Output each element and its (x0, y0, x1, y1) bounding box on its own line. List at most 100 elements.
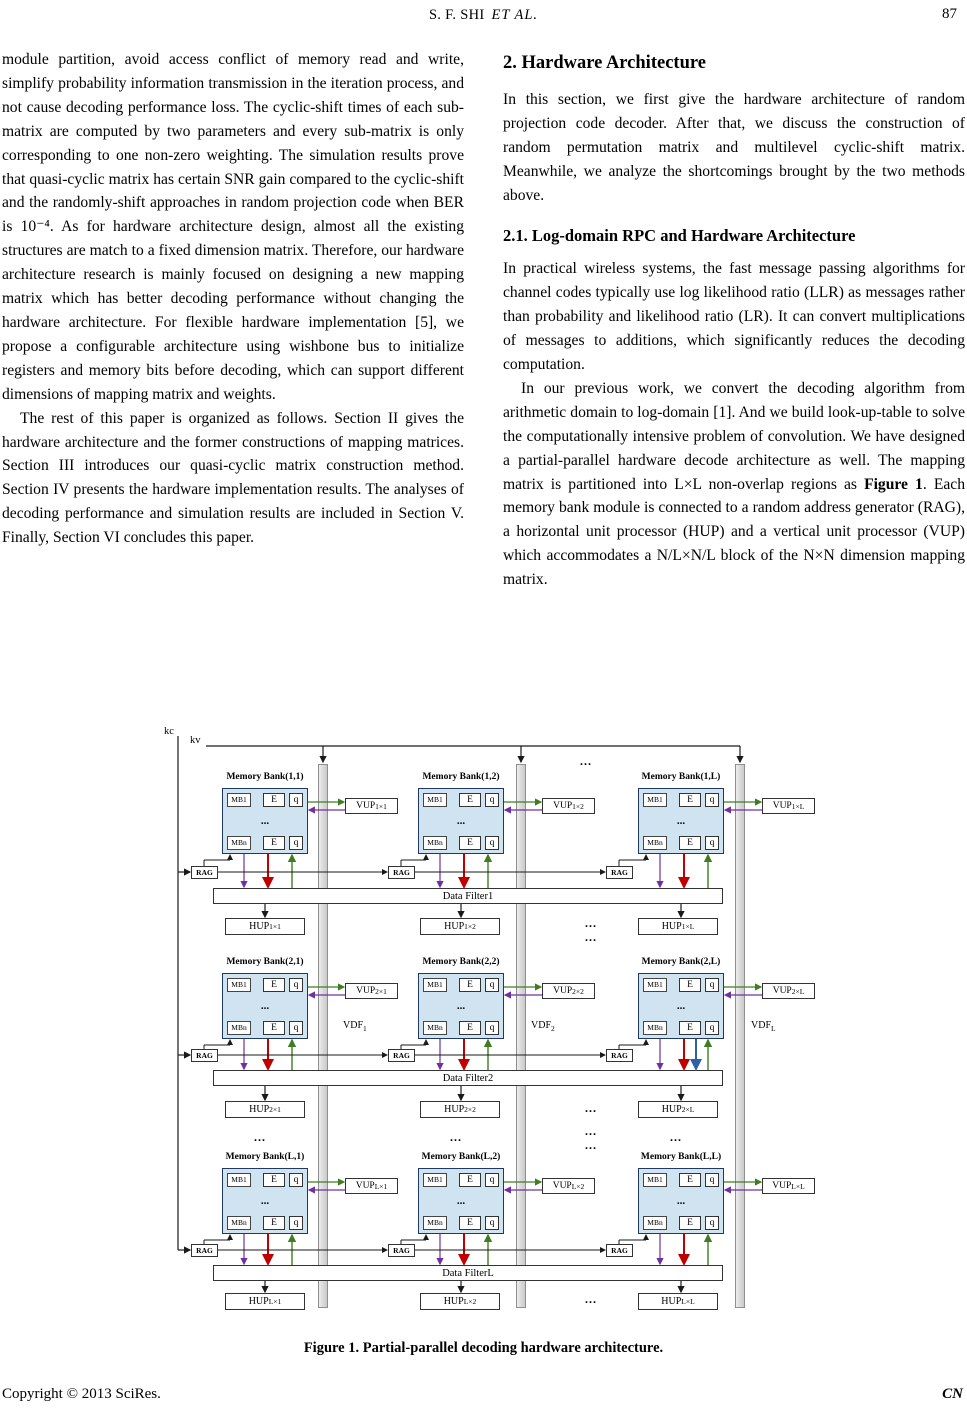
q-box: q (705, 1020, 719, 1035)
memory-bank-title: Memory Bank(L,2) (421, 1152, 501, 1162)
vdf-bar-1 (318, 764, 328, 1308)
bank-ellipsis: ... (456, 815, 466, 827)
vdf-sub: L (771, 1024, 776, 1033)
vup-sub: 1×2 (572, 801, 584, 811)
hup-sub: 2×1 (269, 1105, 281, 1114)
ellipsis: ... (585, 916, 597, 930)
q-box: q (485, 835, 499, 850)
ellipsis: ... (585, 1138, 597, 1152)
body-paragraph: The rest of this paper is organized as f… (2, 409, 464, 547)
hup-sub: L×L (681, 1297, 695, 1306)
vup-prefix: VUP (355, 1181, 375, 1191)
vup-prefix: VUP (553, 986, 573, 996)
e-box: E (263, 1020, 285, 1035)
memory-bank-title: Memory Bank(L,1) (225, 1152, 305, 1162)
memory-bank-title: Memory Bank(2,1) (226, 957, 304, 967)
bank-ellipsis: ... (676, 1195, 686, 1207)
copyright-text: Copyright © 2013 SciRes. (2, 1386, 161, 1402)
q-box: q (289, 977, 303, 992)
hup-sub: 1×2 (464, 922, 476, 931)
e-box: E (459, 1172, 481, 1187)
mbn-label: MBn (227, 1215, 251, 1230)
vdf-bar-2 (516, 764, 526, 1308)
q-box: q (705, 1172, 719, 1187)
e-box: E (263, 835, 285, 850)
q-box: q (289, 1172, 303, 1187)
vdf-label-L: VDFL (751, 1020, 776, 1033)
e-box: E (459, 977, 481, 992)
vdf-prefix: VDF (751, 1020, 772, 1031)
ellipsis: ... (670, 1130, 682, 1144)
vup-sub: L×L (791, 1181, 805, 1191)
mbn-label: MBn (423, 835, 447, 850)
e-box: E (459, 835, 481, 850)
hup-sub: 1×L (681, 922, 695, 931)
rag-block: RAG (606, 866, 633, 879)
ellipsis: ... (585, 930, 597, 944)
journal-abbreviation: CN (942, 1386, 963, 1402)
ellipsis: ... (254, 1130, 266, 1144)
bank-ellipsis: ... (260, 1195, 270, 1207)
bank-ellipsis: ... (676, 1000, 686, 1012)
right-column: 2. Hardware Architecture In this section… (503, 48, 965, 592)
e-box: E (679, 1020, 701, 1035)
hup-sub: L×2 (463, 1297, 477, 1306)
memory-bank-title: Memory Bank(1,L) (641, 772, 721, 782)
kv-label: kv (190, 735, 201, 746)
q-box: q (485, 792, 499, 807)
e-box: E (263, 792, 285, 807)
rag-block: RAG (191, 866, 218, 879)
rag-block: RAG (388, 1244, 415, 1257)
mbn-label: MBn (423, 1020, 447, 1035)
two-column-text: module partition, avoid access conflict … (2, 48, 965, 592)
mbn-label: MBn (227, 1020, 251, 1035)
left-column: module partition, avoid access conflict … (2, 48, 464, 592)
mb1-label: MB1 (643, 977, 667, 992)
vup-prefix: VUP (772, 801, 792, 811)
mb1-label: MB1 (227, 1172, 251, 1187)
section-heading: 2. Hardware Architecture (503, 53, 706, 73)
vup-prefix: VUP (772, 986, 792, 996)
hup-prefix: HUP (443, 1296, 464, 1307)
e-box: E (263, 1172, 285, 1187)
hup-prefix: HUP (249, 921, 270, 932)
mb1-label: MB1 (423, 1172, 447, 1187)
e-box: E (679, 1172, 701, 1187)
e-box: E (679, 835, 701, 850)
q-box: q (289, 1215, 303, 1230)
body-paragraph: In this section, we first give the hardw… (503, 90, 965, 204)
ellipsis: ... (580, 754, 592, 768)
mbn-label: MBn (643, 1215, 667, 1230)
q-box: q (289, 835, 303, 850)
mb1-label: MB1 (227, 977, 251, 992)
vup-prefix: VUP (552, 1181, 572, 1191)
mbn-label: MBn (423, 1215, 447, 1230)
e-box: E (679, 1215, 701, 1230)
